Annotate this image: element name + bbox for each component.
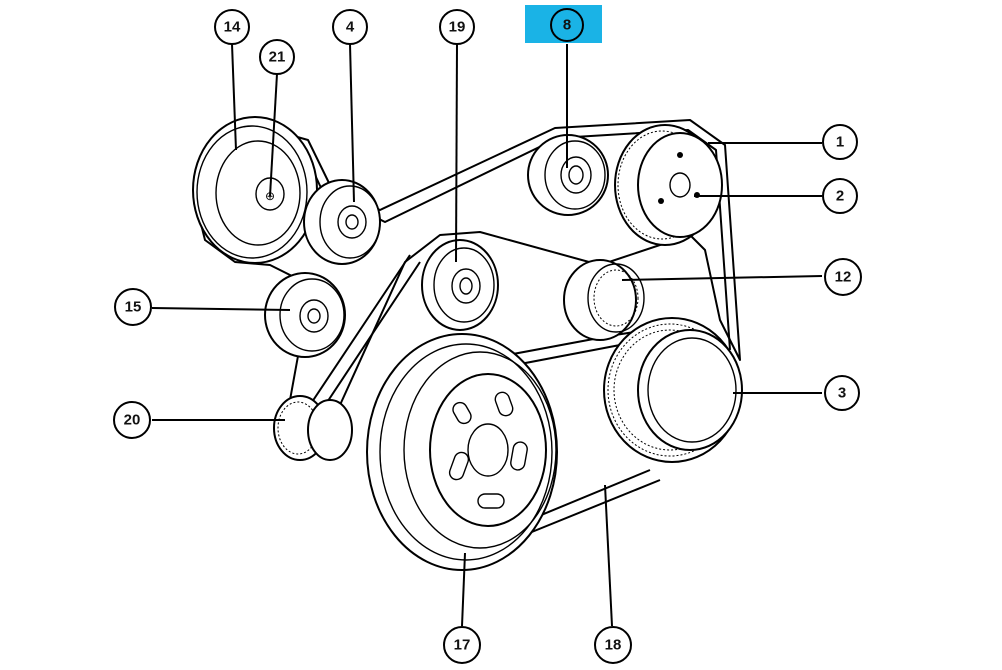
callout-2: 2 bbox=[822, 178, 858, 214]
callout-3: 3 bbox=[824, 375, 860, 411]
leader-19 bbox=[455, 43, 458, 263]
callout-17-label: 17 bbox=[454, 637, 471, 654]
pulley-14: ⊕ bbox=[192, 116, 318, 264]
callout-14: 14 bbox=[214, 9, 250, 45]
leader-14 bbox=[231, 43, 237, 151]
callout-8: 8 bbox=[550, 8, 584, 42]
callout-1-label: 1 bbox=[836, 134, 844, 151]
callout-20: 20 bbox=[113, 401, 151, 439]
callout-1: 1 bbox=[822, 124, 858, 160]
callout-2-label: 2 bbox=[836, 188, 844, 205]
callout-4: 4 bbox=[332, 9, 368, 45]
callout-8-highlight bbox=[525, 5, 602, 43]
callout-15: 15 bbox=[114, 288, 152, 326]
pulley-3 bbox=[603, 317, 743, 463]
leader-15 bbox=[151, 307, 291, 311]
callout-20-label: 20 bbox=[124, 412, 141, 429]
leader-12 bbox=[621, 275, 823, 281]
leader-4 bbox=[349, 43, 355, 203]
belt-span-left bbox=[299, 254, 421, 426]
callout-21: 21 bbox=[259, 39, 295, 75]
leader-18 bbox=[604, 484, 613, 627]
callout-21-label: 21 bbox=[269, 49, 286, 66]
pulley-20 bbox=[273, 395, 353, 461]
callout-19-label: 19 bbox=[449, 19, 466, 36]
callout-15-label: 15 bbox=[125, 299, 142, 316]
callout-12-label: 12 bbox=[835, 269, 852, 286]
pulley-1-bolt bbox=[658, 198, 664, 204]
pulley-19 bbox=[421, 239, 499, 331]
callout-17: 17 bbox=[443, 626, 481, 664]
pulley-15 bbox=[264, 272, 346, 358]
callout-8-label: 8 bbox=[563, 17, 571, 34]
callout-14-label: 14 bbox=[224, 19, 241, 36]
pulley-12 bbox=[563, 259, 645, 341]
callout-18: 18 bbox=[594, 626, 632, 664]
callout-19: 19 bbox=[439, 9, 475, 45]
pulley-1-bolt bbox=[677, 152, 683, 158]
pulley-17-crankshaft bbox=[366, 333, 558, 571]
leader-21 bbox=[269, 73, 278, 197]
callout-3-label: 3 bbox=[838, 385, 846, 402]
callout-4-label: 4 bbox=[346, 19, 355, 36]
leader-17 bbox=[461, 552, 466, 627]
pulley-4 bbox=[303, 179, 381, 265]
pulley-1 bbox=[614, 124, 723, 246]
callout-18-label: 18 bbox=[605, 637, 622, 654]
callout-12: 12 bbox=[824, 258, 862, 296]
